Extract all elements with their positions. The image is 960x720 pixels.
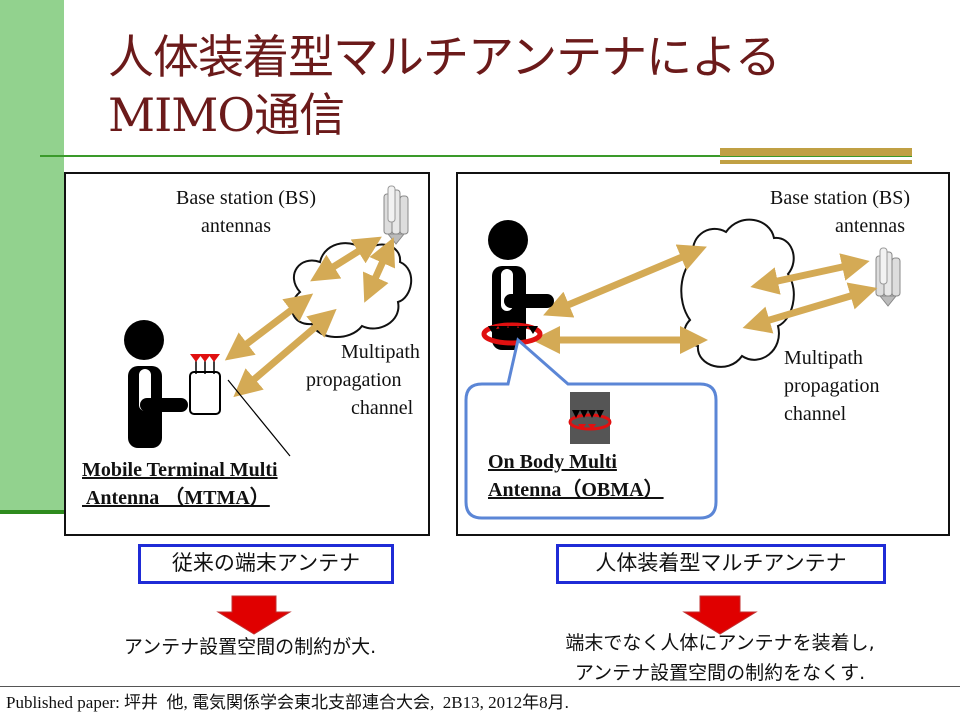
title-accent-bar-2 <box>720 160 912 164</box>
mtma-label-line1: Mobile Terminal Multi <box>82 459 278 481</box>
link-arrow-left-2 <box>233 308 337 398</box>
slide-title: 人体装着型マルチアンテナによる MIMO通信 <box>108 28 781 144</box>
link-arrow-right-4 <box>742 282 878 334</box>
caption-right: 端末でなく人体にアンテナを装着し, アンテナ設置空間の制約をなくす. <box>565 632 875 684</box>
left-accent-bar <box>0 0 64 512</box>
down-arrow-left <box>216 595 292 635</box>
obma-label-line1: On Body Multi <box>488 451 617 473</box>
base-station-antenna-right <box>875 247 901 307</box>
channel-label-left: Multipath propagation channel <box>306 341 420 419</box>
base-station-antenna-left <box>383 185 409 245</box>
link-arrow-right-1 <box>543 244 707 318</box>
title-rule <box>40 155 912 157</box>
obma-zoom-figure <box>568 392 612 444</box>
mtma-label-line2: Antenna （MTMA） <box>82 487 270 509</box>
on-body-antenna-label: 人体装着型マルチアンテナ <box>556 544 886 584</box>
channel-label-right: Multipath propagation channel <box>784 347 880 425</box>
bs-label-right: Base station (BS) antennas <box>770 187 910 237</box>
caption-left: アンテナ設置空間の制約が大. <box>123 636 377 658</box>
left-accent-bar-base <box>0 510 64 514</box>
link-arrow-left-4 <box>362 237 396 303</box>
obma-label-line2: Antenna（OBMA） <box>488 479 664 501</box>
mobile-terminal-left <box>189 354 221 415</box>
citation-footer: Published paper: 坪井 他, 電気関係学会東北支部連合大会, 2… <box>6 693 569 712</box>
title-accent-bar <box>720 148 912 156</box>
footer-rule <box>0 686 960 687</box>
person-left <box>124 320 188 448</box>
link-arrow-right-3 <box>750 253 870 295</box>
down-arrow-right <box>682 595 758 635</box>
title-line2: MIMO通信 <box>108 88 345 142</box>
multipath-cloud-right <box>680 218 795 368</box>
title-line1: 人体装着型マルチアンテナによる <box>108 30 781 84</box>
antenna-pointer-line <box>227 379 291 457</box>
bs-label-left: Base station (BS) antennas <box>176 187 316 237</box>
on-body-antenna-belt <box>481 322 543 346</box>
link-arrow-left-3 <box>310 236 382 282</box>
conventional-antenna-label: 従来の端末アンテナ <box>138 544 394 584</box>
